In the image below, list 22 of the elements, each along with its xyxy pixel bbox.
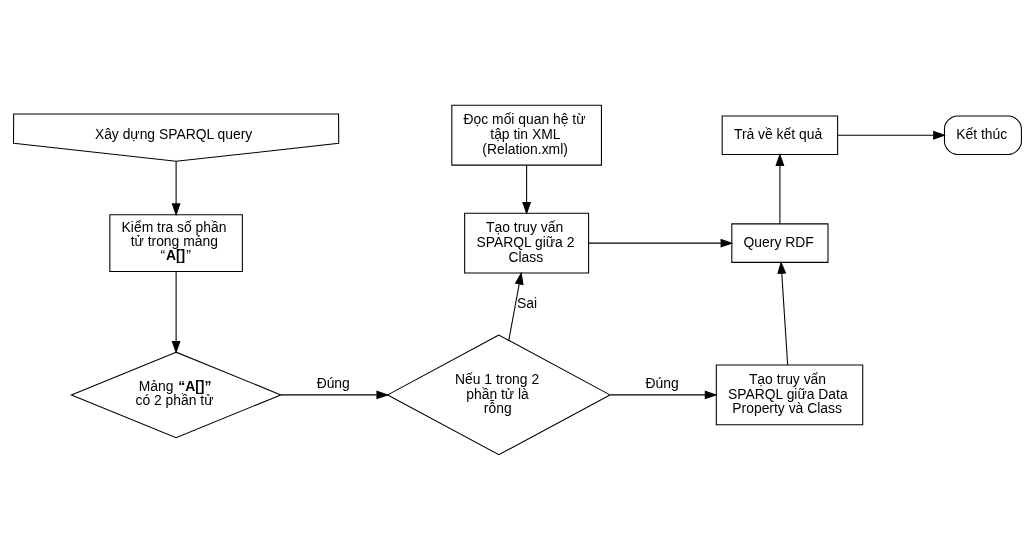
node-box: Đọc mối quan hệ từ tập tin XML (Relation.xml) [451,104,602,166]
edge-label: Đúng [316,374,350,391]
arrow [777,260,789,365]
edge-label: Đúng [645,374,679,391]
node-box: Trả về kết quả [721,114,839,155]
node-box: Kiểm tra số phần tử trong mảng “A[]” [109,213,243,272]
arrow [775,152,785,224]
arrow [280,389,390,399]
arrow [171,270,181,354]
node-box: Query RDF [731,222,829,263]
arrow [588,238,734,248]
node-diamond: Nếu 1 trong 2 phần tử là rỗng [386,333,612,455]
node-box: Kết thúc [943,114,1022,155]
arrow [508,271,524,341]
arrow [522,164,532,215]
node-diamond: Mảng “A[]” có 2 phần tử [69,351,283,438]
edge-label: Sai [517,294,538,311]
node-box: Tạo truy vấn SPARQL giữa Data Property và Class [715,363,864,425]
arrow [837,130,946,140]
arrow [171,160,181,216]
node-box: Tạo truy vấn SPARQL giữa 2 Class [464,212,590,274]
arrow [609,389,718,399]
